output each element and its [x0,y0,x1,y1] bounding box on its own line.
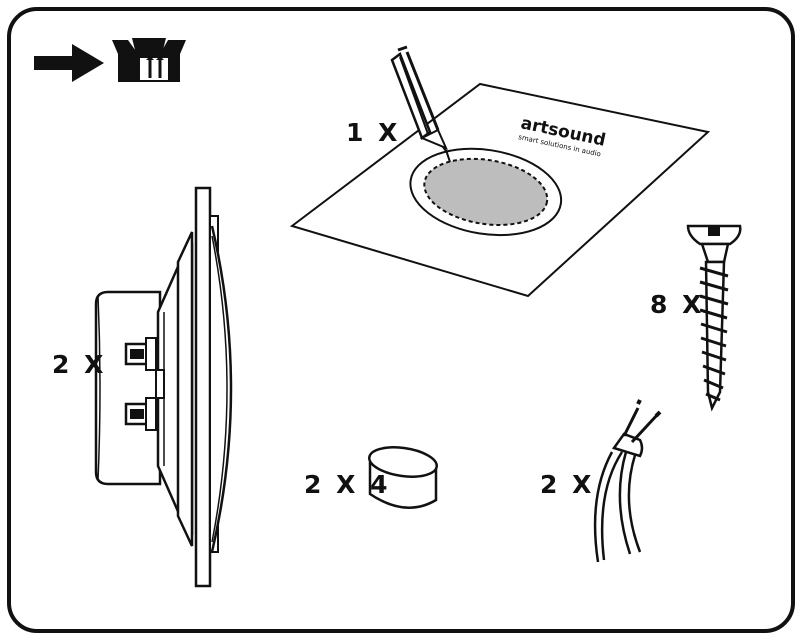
screw-icon [686,224,742,412]
unbox-this-side-up-icon [112,38,186,82]
template-quantity-label: 1 X [346,118,401,147]
speaker-cable-icon [593,399,662,563]
screw-quantity-label: 8 X [650,290,705,319]
pad-quantity-label: 2 X 4 [304,470,391,499]
mounting-template-sheet: artsound smart solutions in audio [289,82,711,298]
cable-quantity-label: 2 X [540,470,595,499]
ceiling-speaker-side-view [94,186,233,588]
rubber-pad-icon [368,446,438,509]
speaker-terminal [124,397,157,431]
pencil-icon [390,45,451,163]
speaker-quantity-label: 2 X [52,350,107,379]
arrow-right-icon [34,44,104,82]
speaker-terminal [124,337,157,371]
